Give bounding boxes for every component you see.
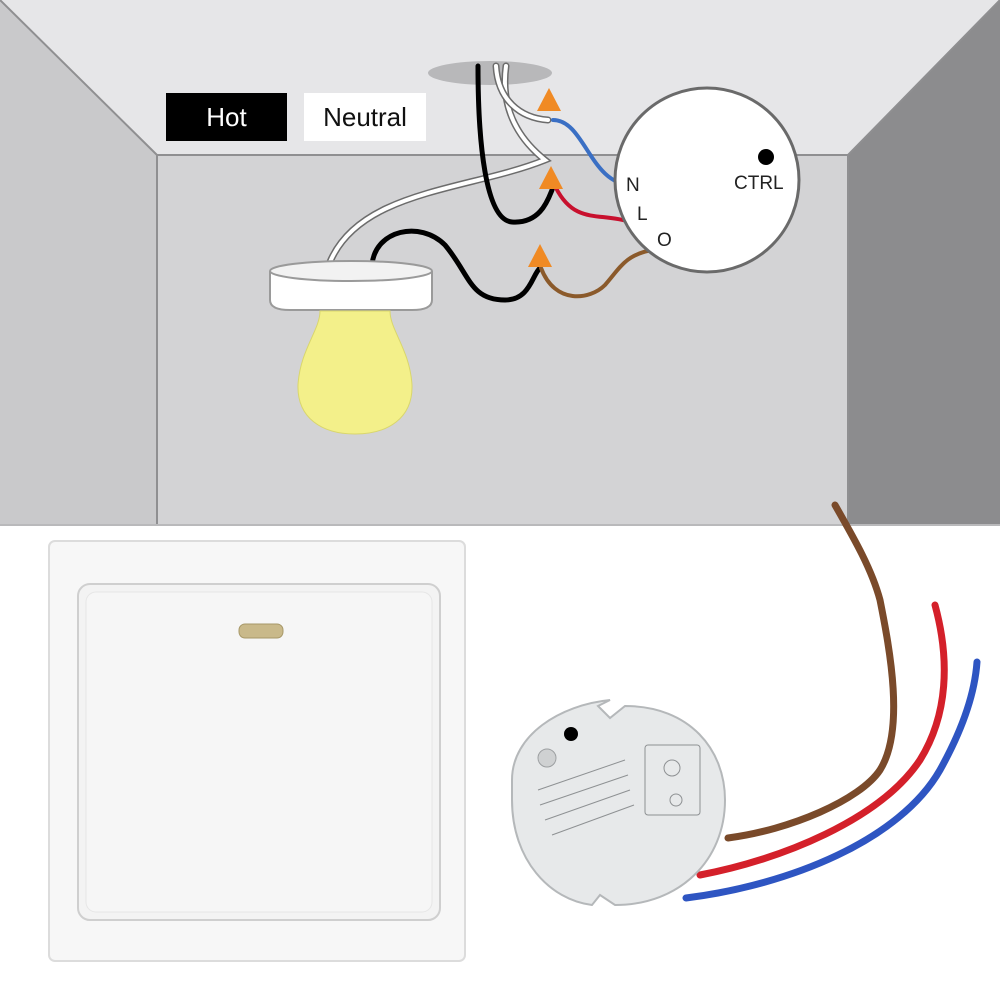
- connector-3: [528, 244, 552, 267]
- terminal-o-label: O: [657, 230, 672, 251]
- receiver-circle: [613, 86, 801, 274]
- red-lead: [696, 601, 948, 879]
- o-wire: [539, 248, 654, 299]
- bulb: [297, 310, 413, 435]
- lamp: [269, 260, 433, 435]
- ctrl-label: CTRL: [734, 173, 784, 194]
- lamp-base: [269, 271, 433, 311]
- wall-switch: [48, 540, 466, 962]
- connector-2: [539, 166, 563, 189]
- terminal-l-label: L: [637, 204, 648, 225]
- connector-1: [537, 88, 561, 111]
- terminal-n-label: N: [626, 175, 640, 196]
- receiver-module: [511, 501, 981, 907]
- lamp-hot-wire: [369, 228, 543, 303]
- neutral-wire: [328, 64, 549, 264]
- legend-hot-label: Hot: [206, 101, 247, 132]
- module-label-lines: [537, 744, 701, 836]
- brown-lead: [724, 501, 898, 842]
- l-wire: [554, 186, 632, 224]
- wires: [326, 62, 654, 303]
- receiver-diagram: [613, 86, 801, 274]
- neutral-wire-2: [494, 64, 550, 122]
- ceiling-hole: [428, 61, 552, 85]
- legend-hot: Hot: [166, 93, 287, 141]
- module-ctrl-dot: [564, 727, 578, 741]
- ctrl-dot: [758, 149, 774, 165]
- legend-neutral: Neutral: [304, 93, 426, 141]
- legend-neutral-label: Neutral: [323, 101, 407, 132]
- indicator-led: [238, 623, 284, 639]
- lamp-base-top: [269, 260, 433, 282]
- hot-wire: [475, 63, 555, 225]
- blue-lead: [682, 658, 981, 902]
- connectors: [528, 88, 563, 267]
- module-body: [511, 699, 727, 907]
- module-button: [537, 748, 557, 768]
- left-wall: [0, 0, 157, 525]
- right-wall: [848, 0, 1000, 525]
